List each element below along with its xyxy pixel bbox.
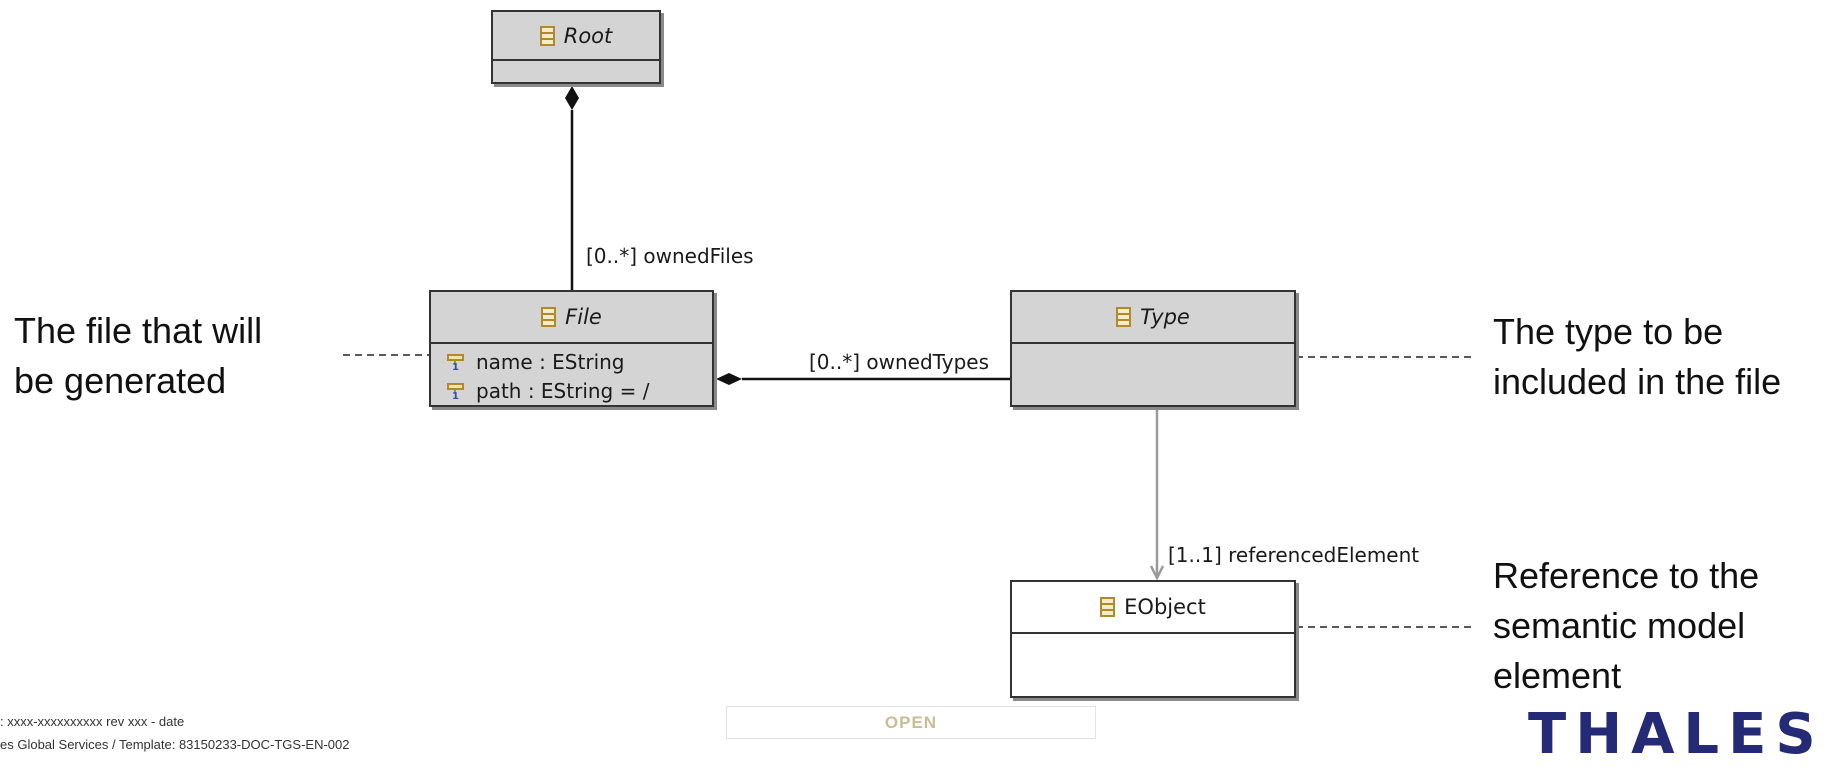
attribute-path-label: path : EString = /	[476, 379, 650, 403]
file-note-line: The file that will	[14, 310, 263, 351]
referenced-element-label: [1..1] referencedElement	[1168, 543, 1420, 567]
attribute-name-label: name : EString	[476, 350, 625, 374]
footer-template: es Global Services / Template: 83150233-…	[0, 737, 350, 752]
eclass-icon	[541, 307, 557, 327]
class-root-header: Root	[493, 12, 659, 61]
owned-types-diamond	[716, 373, 742, 385]
class-eobject-name: EObject	[1124, 595, 1206, 619]
class-type[interactable]: Type	[1010, 290, 1296, 407]
eobject-note-line: element	[1493, 655, 1622, 696]
eclass-icon	[539, 25, 555, 46]
class-type-name: Type	[1140, 305, 1190, 329]
file-note-line: be generated	[14, 360, 227, 401]
owned-files-label: [0..*] ownedFiles	[586, 244, 754, 268]
type-note: The type to be included in the file	[1493, 307, 1781, 407]
classification-label: OPEN	[726, 706, 1096, 739]
eattribute-icon: 1	[447, 382, 464, 402]
owned-types-label: [0..*] ownedTypes	[809, 350, 990, 374]
type-note-line: included in the file	[1493, 361, 1782, 402]
referenced-element-arrow	[1149, 565, 1165, 581]
file-note: The file that will be generated	[14, 306, 262, 406]
class-file[interactable]: File 1 name : EString 1 path : EString =…	[429, 290, 714, 407]
eclass-icon	[1100, 597, 1116, 617]
thales-logo: THALES	[1528, 702, 1825, 767]
eattribute-icon: 1	[447, 353, 464, 373]
class-eobject-header: EObject	[1012, 582, 1294, 634]
eobject-note-line: semantic model	[1493, 605, 1746, 646]
eobject-note: Reference to the semantic model element	[1493, 551, 1759, 701]
class-type-header: Type	[1012, 292, 1294, 344]
attribute-name[interactable]: 1 name : EString	[447, 350, 625, 374]
owned-files-diamond	[565, 86, 579, 110]
attribute-path[interactable]: 1 path : EString = /	[447, 379, 649, 403]
class-file-name: File	[565, 305, 602, 329]
class-root[interactable]: Root	[491, 10, 661, 84]
footer-doc-reference: : xxxx-xxxxxxxxxx rev xxx - date	[0, 714, 185, 729]
type-note-line: The type to be	[1493, 311, 1724, 352]
class-eobject[interactable]: EObject	[1010, 580, 1296, 698]
class-file-header: File	[431, 292, 712, 344]
eobject-note-line: Reference to the	[1493, 555, 1760, 596]
eclass-icon	[1116, 307, 1132, 327]
class-root-name: Root	[563, 23, 613, 48]
